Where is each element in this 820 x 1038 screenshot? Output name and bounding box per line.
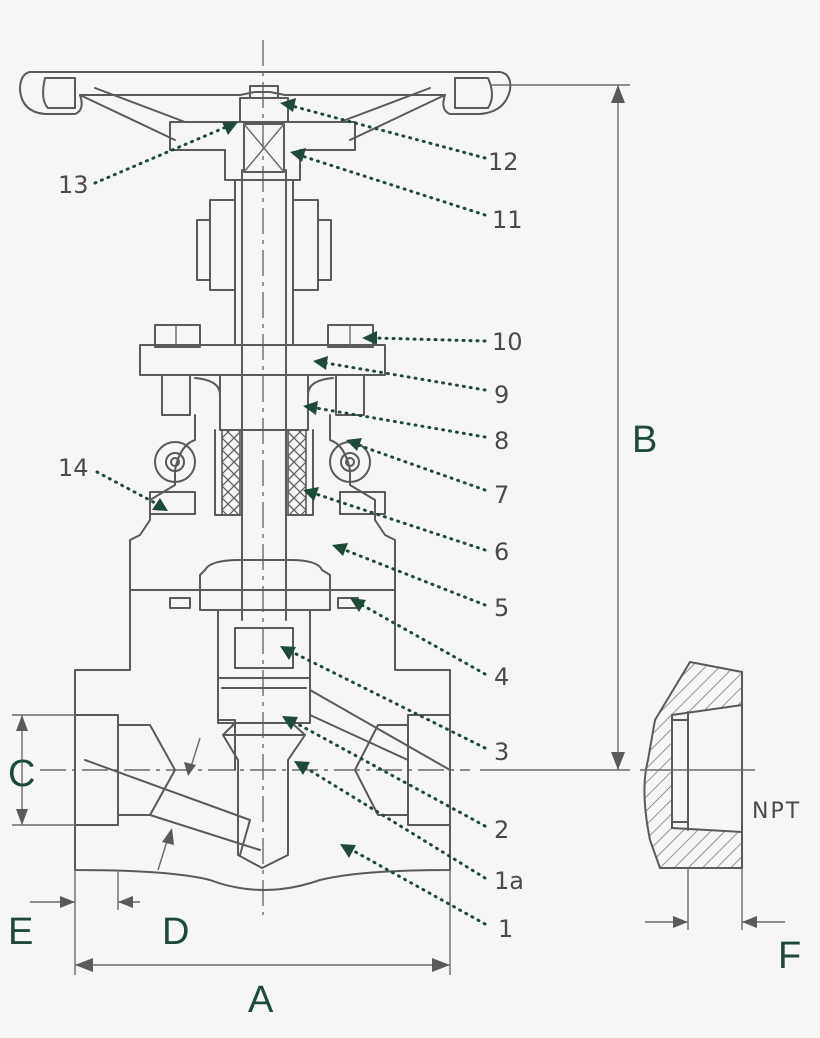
valve-body-drawing bbox=[19, 40, 512, 915]
leader-7 bbox=[356, 443, 487, 492]
leader-10 bbox=[373, 336, 487, 343]
callout-7: 7 bbox=[494, 481, 509, 509]
callout-10: 10 bbox=[492, 328, 523, 356]
callout-1a: 1a bbox=[494, 867, 524, 895]
callout-5: 5 bbox=[494, 594, 509, 622]
dimension-F: F bbox=[778, 935, 801, 977]
dimension-E: E bbox=[8, 911, 33, 953]
dimension-C: C bbox=[8, 753, 35, 795]
callout-11: 11 bbox=[492, 206, 523, 234]
leader-2 bbox=[292, 720, 487, 828]
dimension-lines bbox=[12, 84, 785, 975]
callout-13: 13 bbox=[58, 171, 89, 199]
leader-1 bbox=[350, 848, 487, 926]
dimension-B: B bbox=[632, 419, 657, 461]
callout-1: 1 bbox=[498, 915, 513, 943]
handwheel bbox=[19, 71, 512, 181]
callout-leaders bbox=[93, 98, 487, 926]
callout-12: 12 bbox=[488, 148, 519, 176]
gland-and-bolts bbox=[139, 324, 386, 431]
callout-2: 2 bbox=[494, 816, 509, 844]
valve-body bbox=[74, 589, 451, 891]
callout-3: 3 bbox=[494, 738, 509, 766]
leader-12 bbox=[290, 104, 487, 160]
leader-9 bbox=[324, 361, 487, 392]
yoke bbox=[196, 169, 332, 621]
callout-8: 8 bbox=[494, 427, 509, 455]
leader-3 bbox=[290, 650, 487, 750]
leader-5 bbox=[343, 548, 487, 607]
dimension-A: A bbox=[248, 979, 274, 1021]
dimension-labels: A B C D E F NPT bbox=[8, 419, 801, 1021]
npt-end-detail bbox=[640, 660, 755, 930]
leader-14 bbox=[95, 470, 159, 506]
leader-11 bbox=[300, 154, 487, 217]
leader-1a bbox=[304, 766, 487, 880]
leader-13 bbox=[93, 125, 228, 185]
bonnet bbox=[129, 414, 396, 611]
callout-9: 9 bbox=[494, 381, 509, 409]
callout-labels: 12 13 11 10 9 8 7 14 6 5 4 3 2 1a 1 bbox=[58, 148, 524, 943]
leader-4 bbox=[360, 603, 487, 676]
disc-assembly bbox=[217, 627, 311, 869]
leader-6 bbox=[314, 492, 487, 552]
callout-14: 14 bbox=[58, 454, 89, 482]
npt-label: NPT bbox=[752, 799, 801, 824]
callout-4: 4 bbox=[494, 663, 509, 691]
leader-8 bbox=[314, 406, 487, 439]
callout-6: 6 bbox=[494, 538, 509, 566]
dimension-D: D bbox=[162, 911, 189, 953]
